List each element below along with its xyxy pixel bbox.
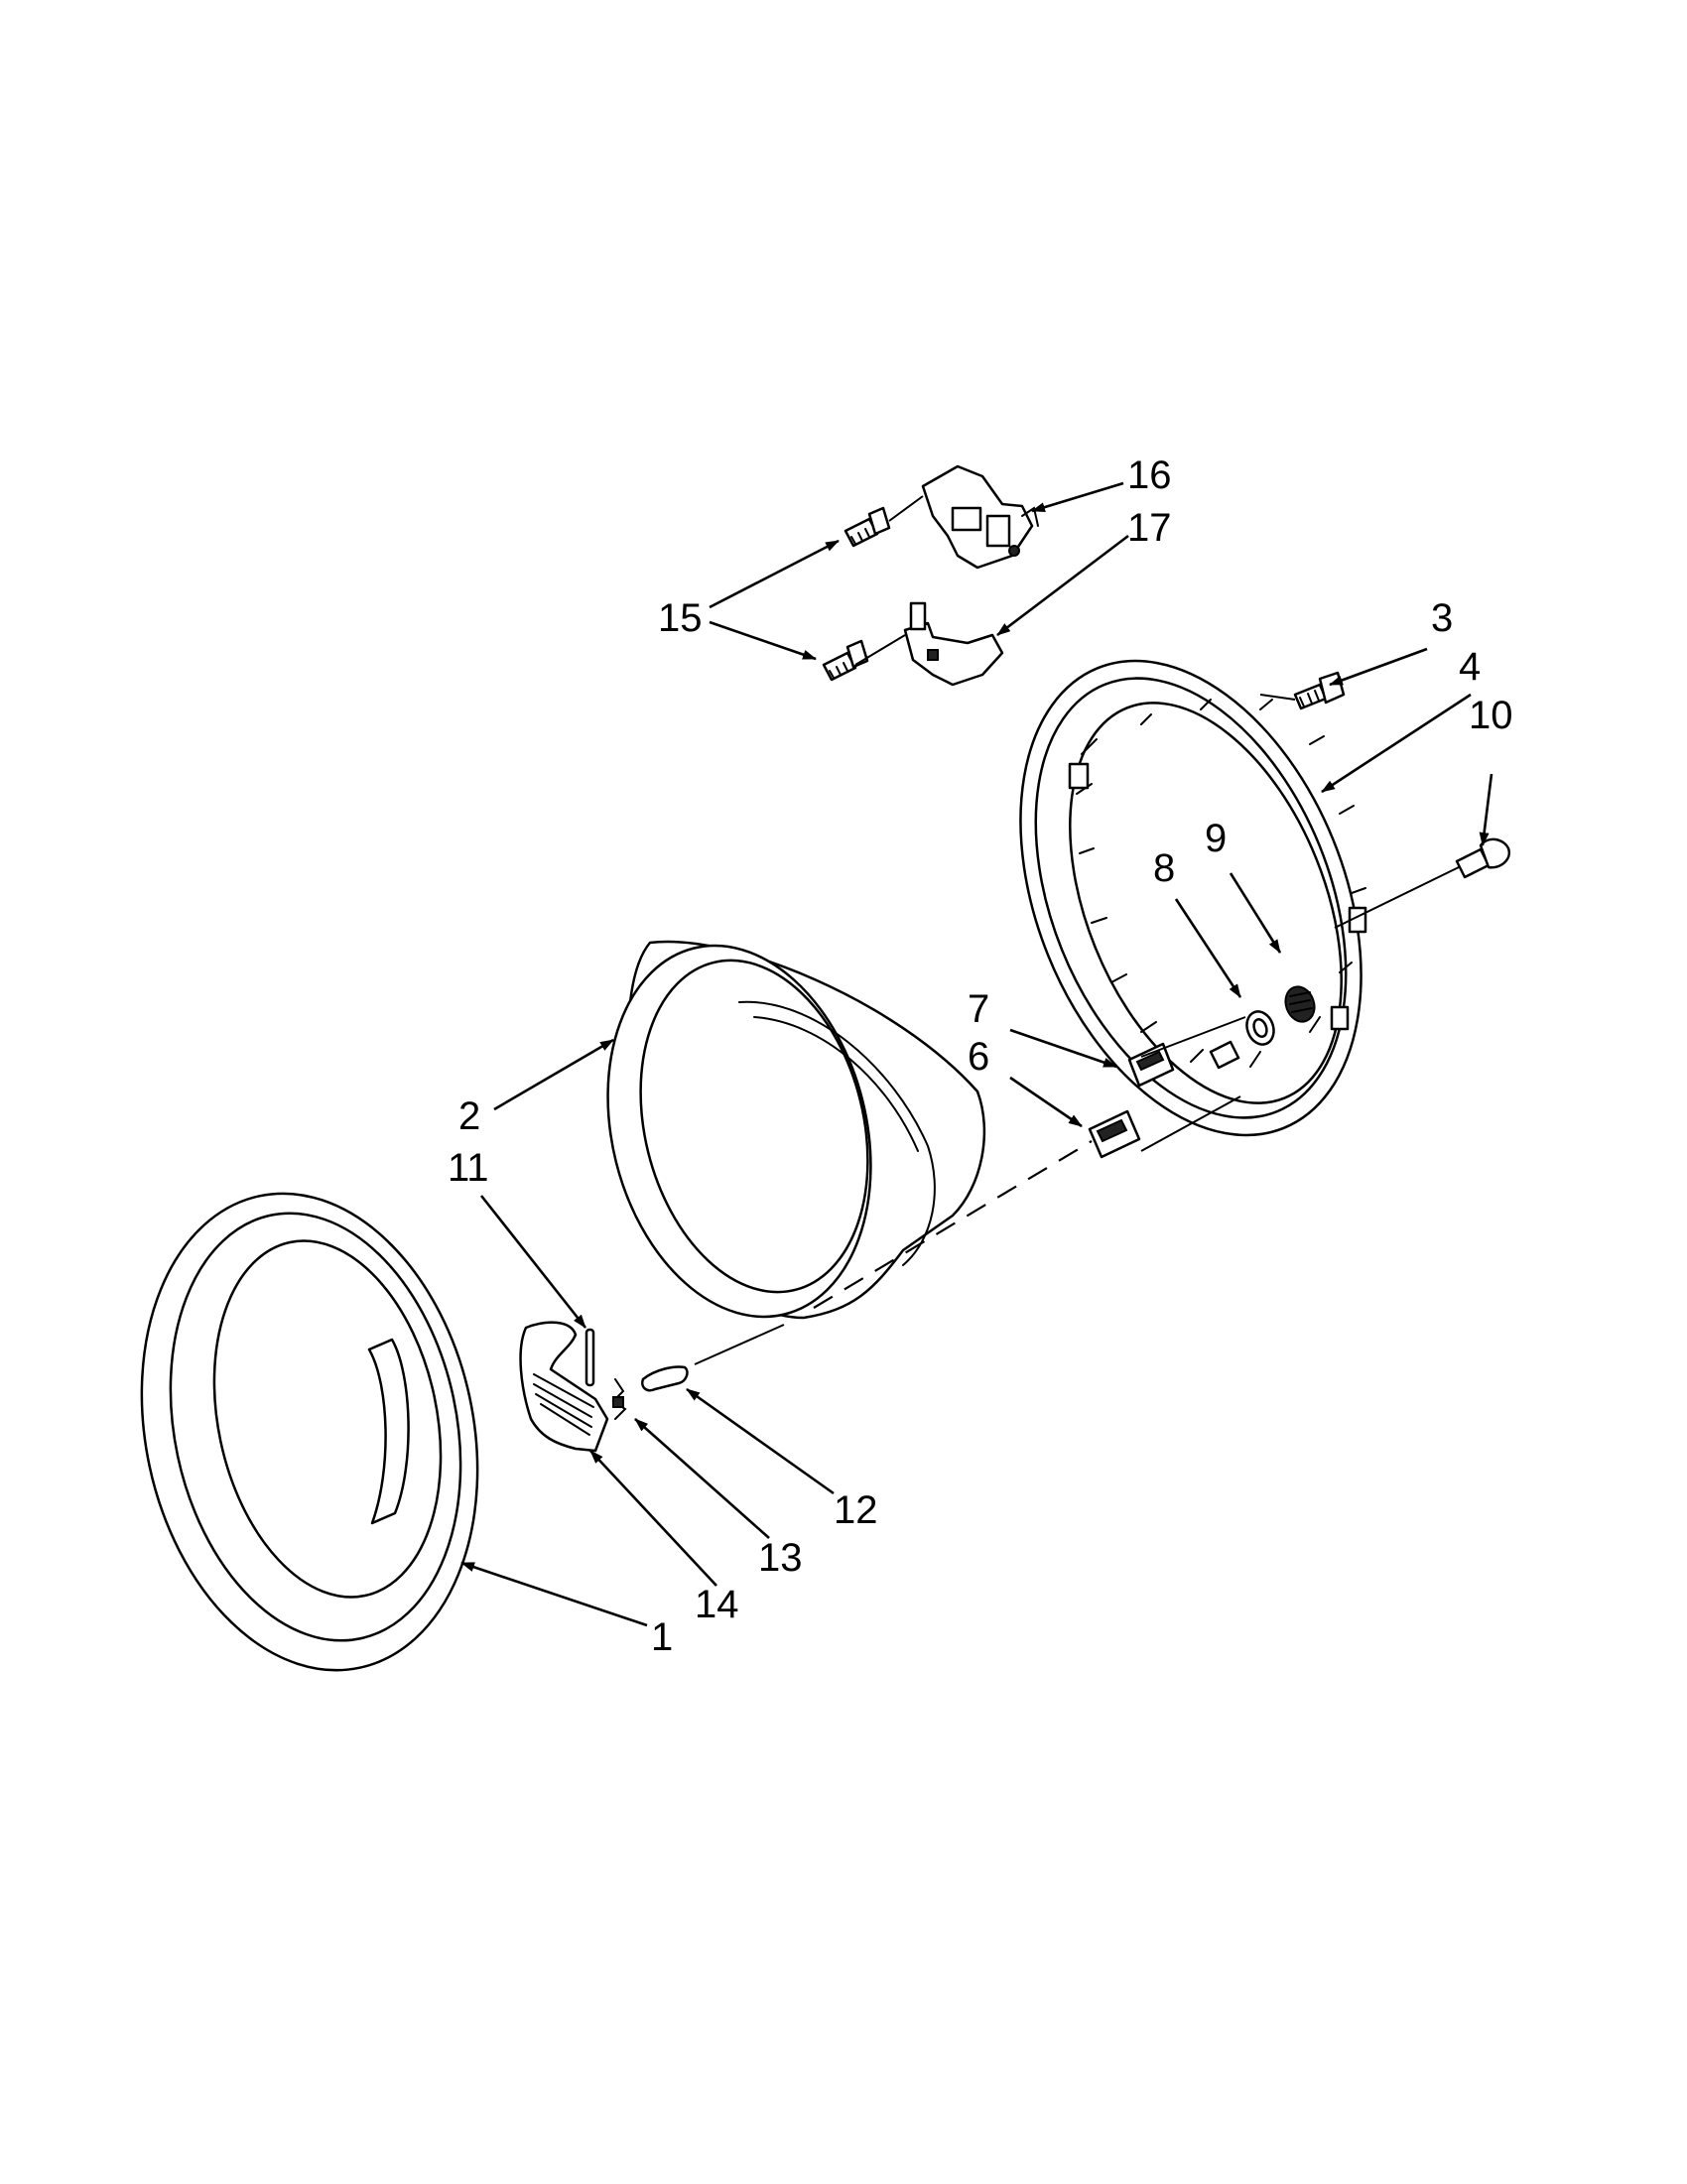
callout-3: 3 [1431,596,1453,640]
leader-lines [460,481,1493,1627]
latch-part-12 [641,1365,689,1392]
callout-9: 9 [1205,817,1227,860]
callout-12: 12 [834,1488,878,1532]
door-inner-bowl [606,940,986,1320]
spring-part-9 [1284,985,1316,1023]
hinge-block-part-7 [1127,1042,1175,1088]
screw-part-15-lower [822,639,869,682]
callout-4: 4 [1459,645,1481,689]
assembly-axis-lines [694,495,1460,1365]
callout-11: 11 [448,1146,489,1190]
door-outer-ring [140,1192,479,1672]
pin-part-11 [584,1328,595,1387]
callout-13: 13 [758,1536,803,1580]
door-frame [1019,659,1367,1137]
callout-8: 8 [1153,846,1175,890]
door-lock-part-16 [921,464,1039,570]
callout-10: 10 [1469,694,1513,737]
callout-6: 6 [968,1035,989,1079]
hinge-block-part-6 [1088,1109,1141,1159]
callout-16: 16 [1127,453,1172,497]
lock-bracket-part-17 [903,601,1004,687]
spring-part-13 [611,1378,627,1420]
callout-1: 1 [651,1615,673,1659]
callout-14: 14 [695,1583,739,1626]
callout-labels: 1 2 3 4 6 7 8 9 10 11 12 13 14 15 16 17 [448,453,1513,1659]
screw-part-15-upper [844,506,891,548]
callout-15: 15 [658,596,703,640]
callout-17: 17 [1127,506,1172,550]
callout-2: 2 [458,1094,480,1138]
callout-7: 7 [968,987,989,1031]
washer-part-8 [1245,1010,1275,1046]
screw-part-3 [1293,671,1346,710]
